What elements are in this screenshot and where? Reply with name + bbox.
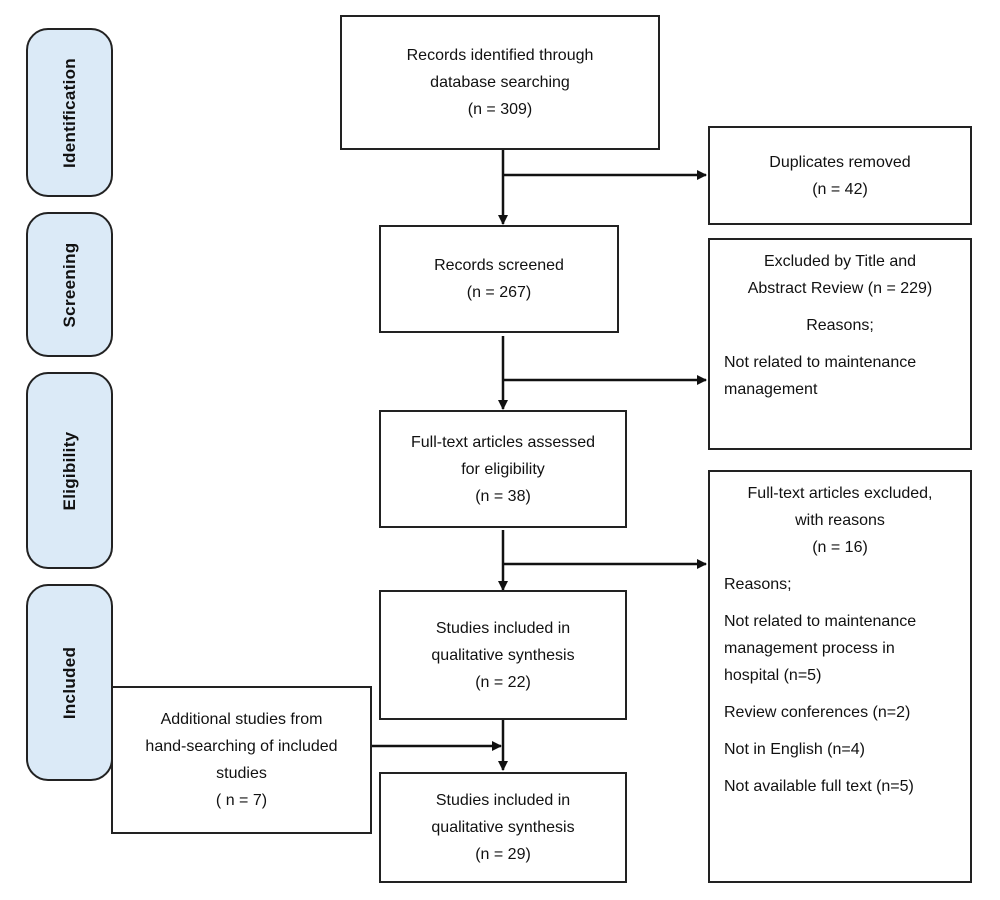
box-text-line: Duplicates removed <box>769 153 911 171</box>
reason-line: management <box>724 381 818 398</box>
reason-line: Not available full text (n=5) <box>724 778 914 795</box>
reasons-label: Reasons; <box>806 317 874 334</box>
box-duplicates-removed: Duplicates removed (n = 42) <box>708 126 972 225</box>
reason-line: Not related to maintenance <box>724 613 917 630</box>
box-text-line: database searching <box>430 74 570 91</box>
box-text-line: for eligibility <box>461 460 545 478</box>
reason-line: Not in English (n=4) <box>724 741 865 758</box>
box-text-line: Abstract Review (n = 229) <box>747 280 933 297</box>
box-text-line: hand-searching of included <box>145 738 338 755</box>
box-text-line: qualitative synthesis <box>431 819 575 836</box>
box-count: (n = 42) <box>812 180 868 198</box>
box-count: (n = 38) <box>475 487 531 505</box>
box-text-line: Studies included in <box>435 792 571 809</box>
reason-line: management process in <box>724 640 895 657</box>
reason-line: Not related to maintenance <box>724 354 917 371</box>
box-text-line: Excluded by Title and <box>763 253 917 270</box>
box-additional-studies: Additional studies from hand-searching o… <box>111 686 372 834</box>
box-text-line: Full-text articles excluded, <box>747 485 933 502</box>
reason-line: hospital (n=5) <box>724 667 822 684</box>
box-count: (n = 22) <box>475 673 531 691</box>
reasons-label: Reasons; <box>724 576 792 593</box>
box-text-line: Records identified through <box>406 47 594 64</box>
box-fulltext-excluded: Full-text articles excluded, with reason… <box>708 470 972 883</box>
box-text-line: qualitative synthesis <box>431 646 575 664</box>
box-studies-included-22: Studies included in qualitative synthesi… <box>379 590 627 720</box>
box-studies-included-29: Studies included in qualitative synthesi… <box>379 772 627 883</box>
stage-included: Included <box>26 584 113 781</box>
box-text-line: Additional studies from <box>160 711 323 728</box>
box-text-line: with reasons <box>795 512 885 529</box>
box-records-identified: Records identified through database sear… <box>340 15 660 150</box>
box-text-line: studies <box>216 765 267 782</box>
box-count: (n = 267) <box>466 284 532 301</box>
box-text-line: Studies included in <box>435 619 571 637</box>
reason-line: Review conferences (n=2) <box>724 704 911 721</box>
box-count: (n = 29) <box>475 846 531 863</box>
stage-eligibility: Eligibility <box>26 372 113 569</box>
box-text-line: Records screened <box>434 257 564 274</box>
box-count: ( n = 7) <box>215 792 268 809</box>
stage-identification: Identification <box>26 28 113 197</box>
box-records-screened: Records screened (n = 267) <box>379 225 619 333</box>
stage-screening: Screening <box>26 212 113 357</box>
box-fulltext-assessed: Full-text articles assessed for eligibil… <box>379 410 627 528</box>
box-count: (n = 309) <box>467 101 533 118</box>
box-text-line: Full-text articles assessed <box>410 433 596 451</box>
box-excluded-title-abstract: Excluded by Title and Abstract Review (n… <box>708 238 972 450</box>
box-count: (n = 16) <box>812 539 868 556</box>
